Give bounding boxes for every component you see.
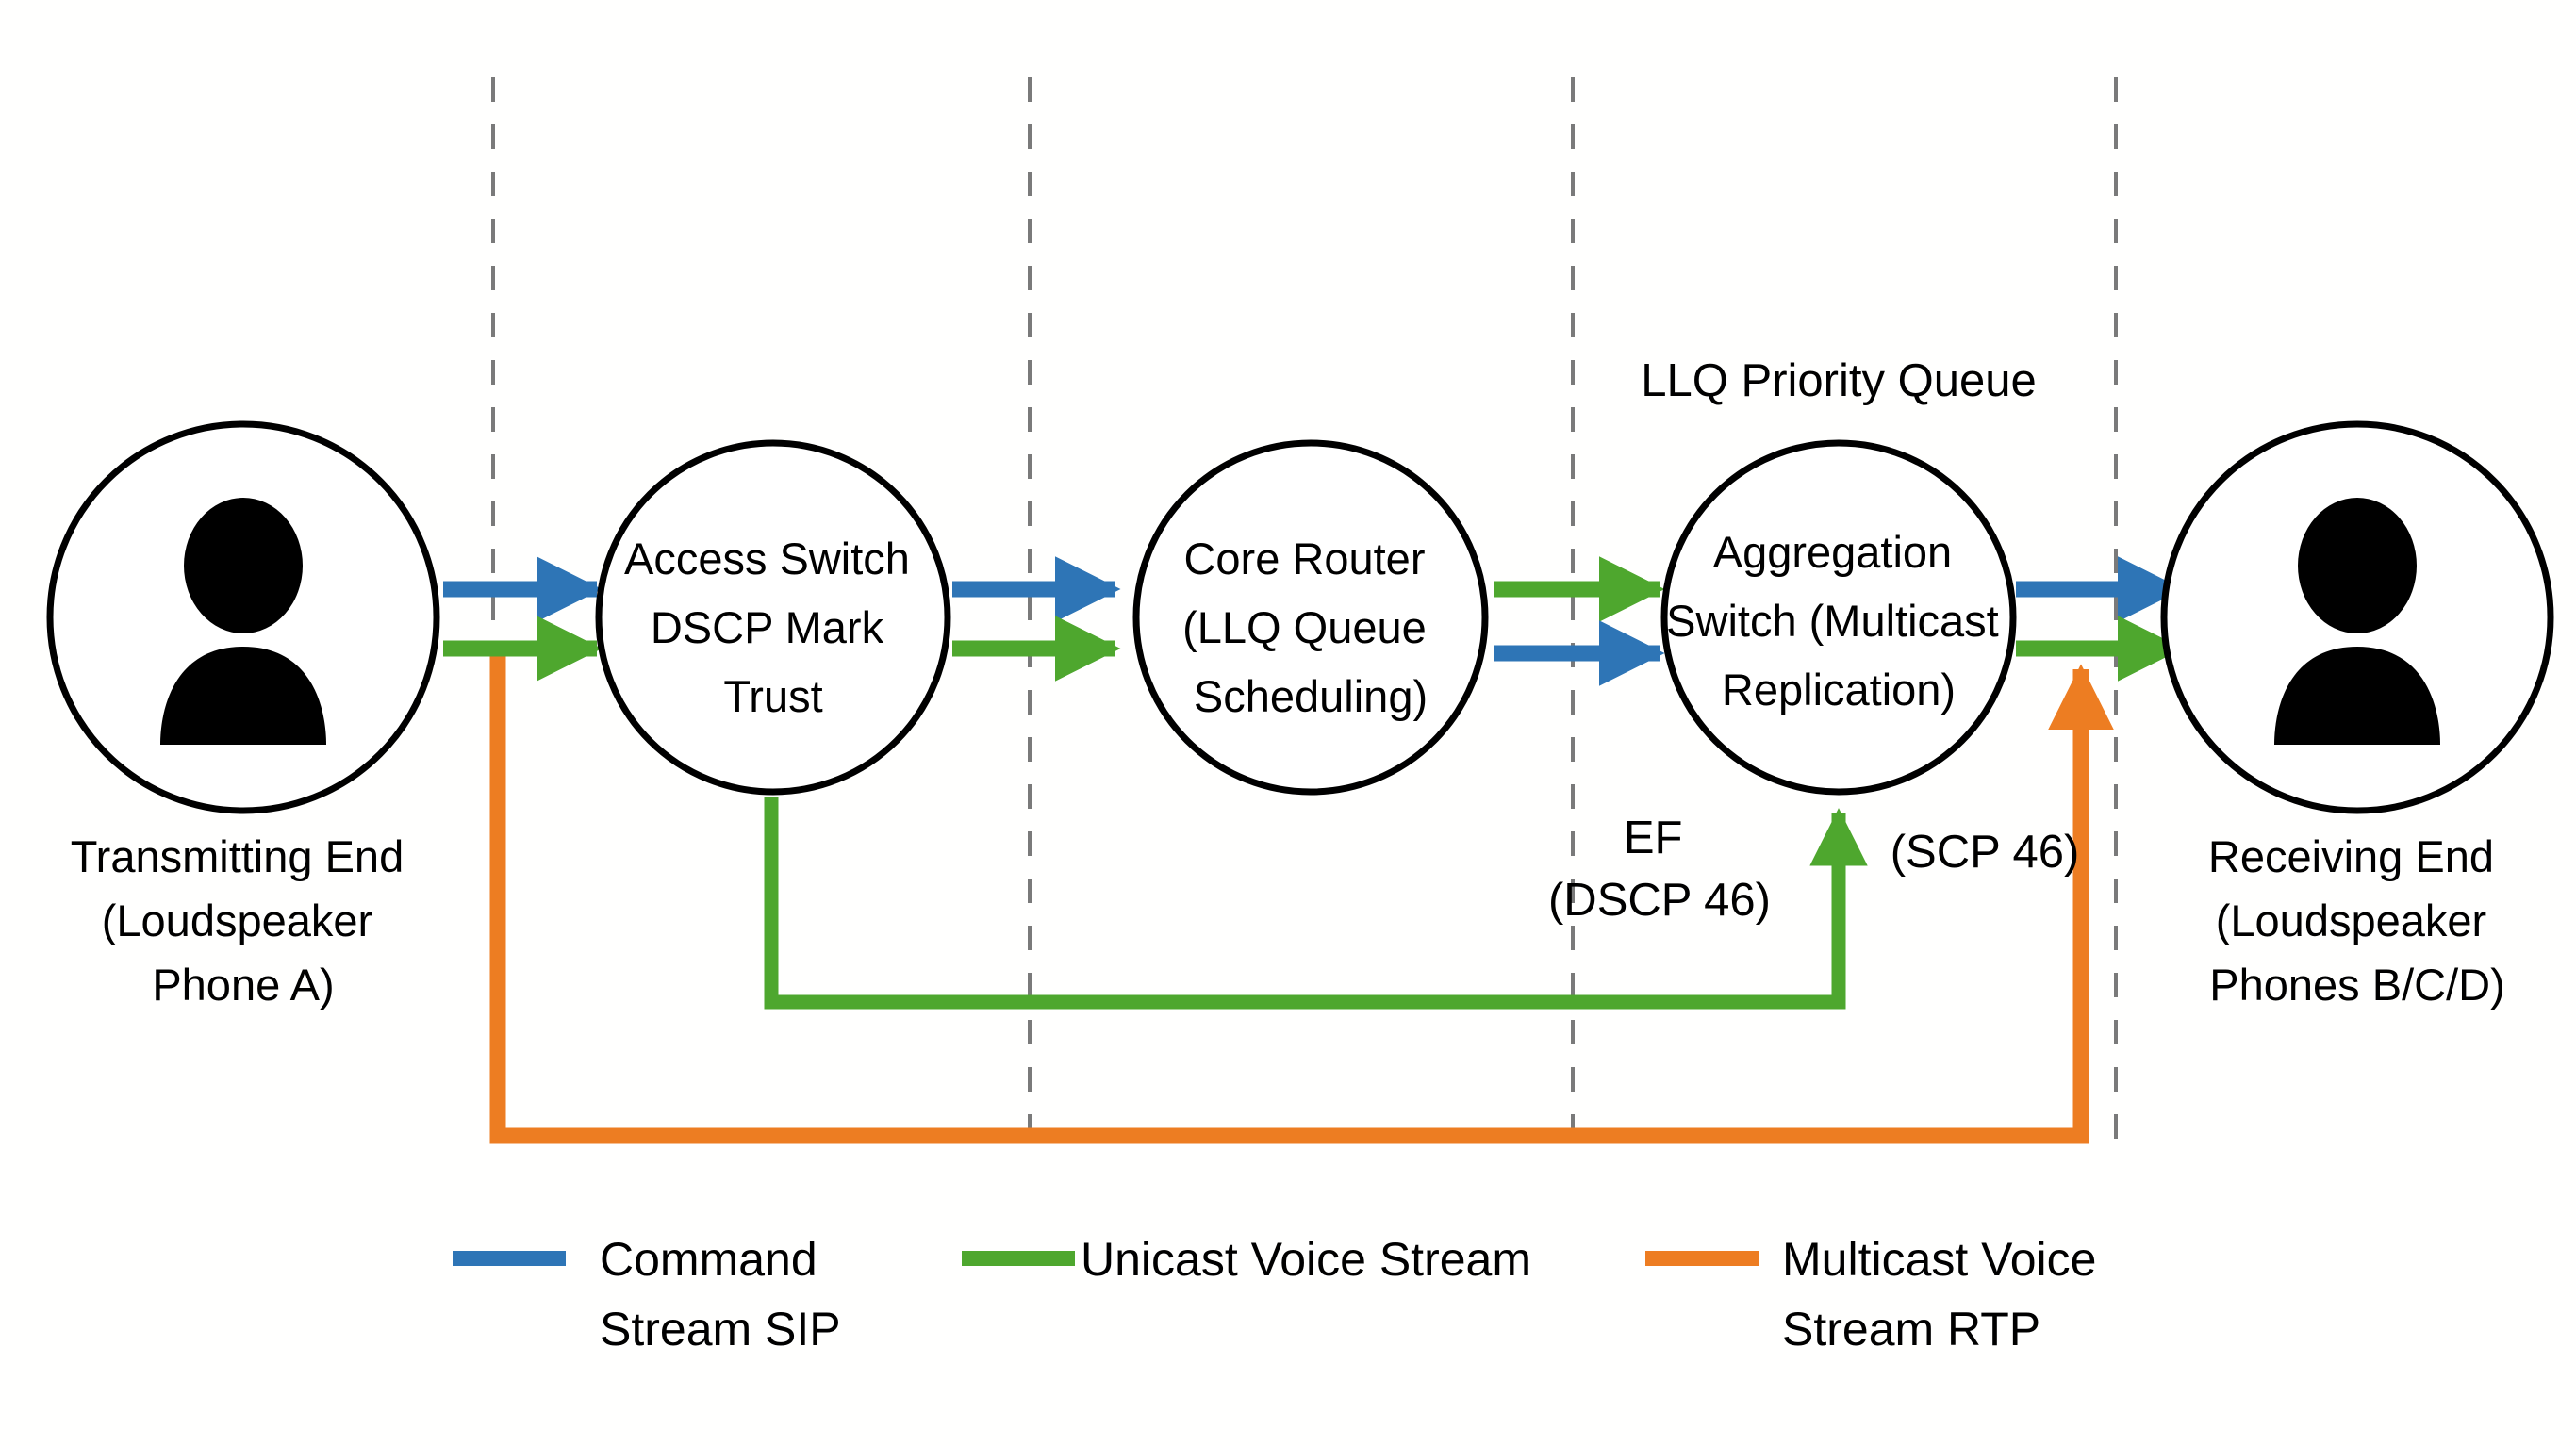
transmitting-end-label: Transmitting End (Loudspeaker Phone A) bbox=[71, 831, 417, 1010]
zone-separators bbox=[491, 77, 2118, 1145]
ef-dscp-annotation-line-0: EF bbox=[1624, 813, 1683, 863]
legend-label-command-stream-line-1: Stream SIP bbox=[600, 1303, 841, 1356]
aggregation-switch-label: Aggregation Switch (Multicast Replicatio… bbox=[1666, 527, 2011, 715]
transmitting-end-label-line-2: Phone A) bbox=[152, 960, 334, 1010]
ef-dscp-annotation-line-1: (DSCP 46) bbox=[1548, 875, 1771, 926]
person-icon bbox=[160, 498, 326, 745]
legend-label-multicast-voice-line-0: Multicast Voice bbox=[1782, 1233, 2096, 1286]
core-router-label-line-1: (LLQ Queue bbox=[1182, 602, 1427, 652]
access-switch-label: Access Switch DSCP Mark Trust bbox=[624, 534, 922, 721]
legend-label-command-stream-line-0: Command bbox=[600, 1233, 817, 1286]
transmitting-end-label-line-1: (Loudspeaker bbox=[102, 896, 372, 945]
access-switch-label-line-0: Access Switch bbox=[624, 534, 910, 583]
llq-priority-queue-annotation: LLQ Priority Queue bbox=[1641, 355, 2036, 406]
transmitting-end-label-line-0: Transmitting End bbox=[71, 831, 405, 881]
aggregation-switch-label-line-2: Replication) bbox=[1722, 665, 1956, 715]
ef-dscp-annotation: EF (DSCP 46) bbox=[1548, 813, 1771, 926]
flow-segment-1 bbox=[443, 556, 603, 682]
legend: Command Stream SIP Unicast Voice Stream … bbox=[453, 1233, 2109, 1356]
access-switch-label-line-1: DSCP Mark bbox=[651, 602, 884, 652]
legend-label-command-stream: Command Stream SIP bbox=[600, 1233, 841, 1356]
aggregation-switch-label-line-1: Switch (Multicast bbox=[1666, 596, 1999, 646]
flow-segment-2 bbox=[952, 556, 1121, 682]
core-router-label-line-0: Core Router bbox=[1183, 534, 1425, 583]
node-core-router[interactable]: Core Router (LLQ Queue Scheduling) bbox=[1132, 439, 1489, 796]
scp-46-annotation: (SCP 46) bbox=[1891, 827, 2080, 878]
flow-segment-3 bbox=[1494, 556, 1665, 686]
aggregation-switch-circle bbox=[1660, 439, 2017, 796]
legend-label-unicast-voice-line-0: Unicast Voice Stream bbox=[1081, 1233, 1531, 1286]
legend-label-multicast-voice-line-1: Stream RTP bbox=[1782, 1303, 2040, 1356]
node-access-switch[interactable]: Access Switch DSCP Mark Trust bbox=[595, 439, 951, 796]
receiving-end-label-line-2: Phones B/C/D) bbox=[2209, 960, 2504, 1010]
access-switch-label-line-2: Trust bbox=[723, 671, 822, 721]
node-aggregation-switch[interactable]: Aggregation Switch (Multicast Replicatio… bbox=[1660, 439, 2017, 796]
multicast-return-path bbox=[489, 650, 2114, 1144]
core-router-label-line-2: Scheduling) bbox=[1194, 671, 1428, 721]
unicast-bypass-path bbox=[764, 797, 1868, 1010]
flow-unicast-voice-bypass bbox=[764, 797, 1868, 1010]
aggregation-switch-label-line-0: Aggregation bbox=[1713, 527, 1952, 577]
flow-multicast-voice-return bbox=[489, 650, 2114, 1144]
node-transmitting-end[interactable]: Transmitting End (Loudspeaker Phone A) bbox=[46, 420, 440, 1010]
legend-item-command-stream[interactable]: Command Stream SIP bbox=[453, 1233, 841, 1356]
person-icon bbox=[2274, 498, 2440, 745]
legend-label-unicast-voice: Unicast Voice Stream bbox=[1081, 1233, 1531, 1286]
legend-item-unicast-voice[interactable]: Unicast Voice Stream bbox=[962, 1233, 1531, 1286]
receiving-end-label: Receiving End (Loudspeaker Phones B/C/D) bbox=[2208, 831, 2506, 1010]
node-receiving-end[interactable]: Receiving End (Loudspeaker Phones B/C/D) bbox=[2160, 420, 2554, 1010]
access-switch-circle bbox=[595, 439, 951, 796]
legend-item-multicast-voice[interactable]: Multicast Voice Stream RTP bbox=[1645, 1233, 2109, 1356]
flow-segment-4 bbox=[2016, 556, 2184, 682]
core-router-circle bbox=[1132, 439, 1489, 796]
receiving-end-label-line-0: Receiving End bbox=[2208, 831, 2494, 881]
core-router-label: Core Router (LLQ Queue Scheduling) bbox=[1182, 534, 1439, 721]
receiving-end-label-line-1: (Loudspeaker bbox=[2216, 896, 2486, 945]
legend-label-multicast-voice: Multicast Voice Stream RTP bbox=[1782, 1233, 2109, 1356]
